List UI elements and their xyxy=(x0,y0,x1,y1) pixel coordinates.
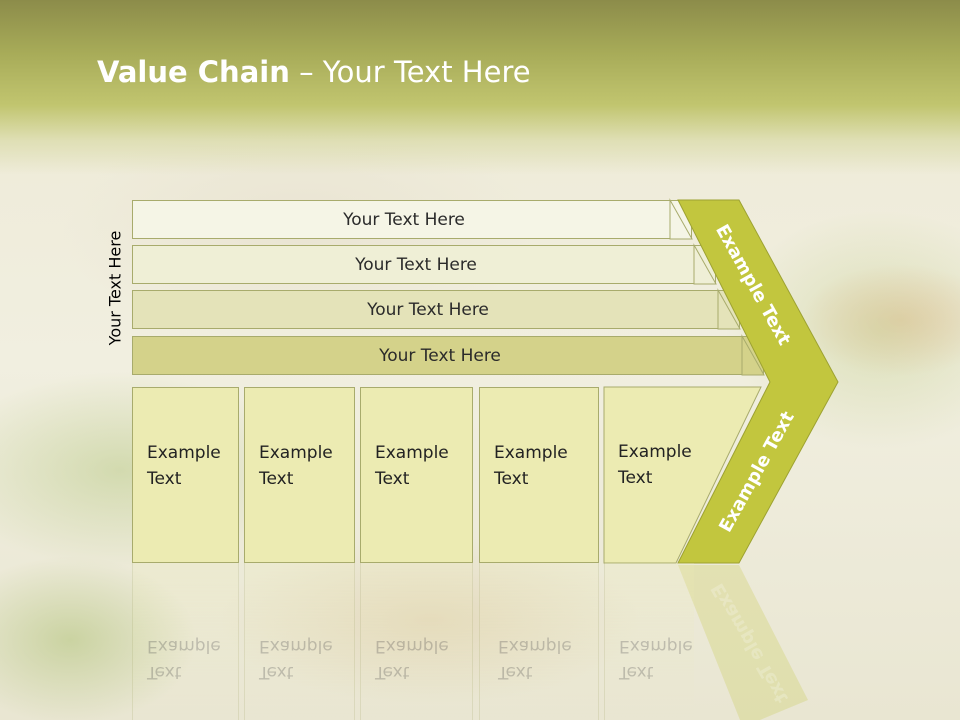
column-2-line1: Example xyxy=(259,443,333,463)
row-bar-2-label: Your Text Here xyxy=(355,254,477,275)
column-3-line2: Text xyxy=(375,469,410,489)
row-bar-1-end xyxy=(669,198,693,240)
column-1-line1: Example xyxy=(147,443,221,463)
row-bar-3: Your Text Here xyxy=(132,290,740,329)
row-bar-3-end xyxy=(717,288,741,330)
row-bar-4-label: Your Text Here xyxy=(379,345,501,366)
row-bar-3-label: Your Text Here xyxy=(367,299,489,320)
row-bar-4-end xyxy=(741,334,765,376)
column-5: Example Text xyxy=(604,387,714,563)
column-3: Example Text xyxy=(360,387,473,563)
column-5-shape xyxy=(603,386,762,564)
column-1: Example Text xyxy=(132,387,239,563)
column-4: Example Text xyxy=(479,387,599,563)
column-4-line2: Text xyxy=(494,469,529,489)
row-bar-2-end xyxy=(693,243,717,285)
column-1-line2: Text xyxy=(147,469,182,489)
column-2-line2: Text xyxy=(259,469,294,489)
header-band xyxy=(0,0,960,175)
column-3-line1: Example xyxy=(375,443,449,463)
page-title: Value Chain – Your Text Here xyxy=(97,55,531,89)
chevron-reflection-label: Example Text xyxy=(707,579,793,707)
title-bold: Value Chain xyxy=(97,55,290,89)
row-bar-4: Your Text Here xyxy=(132,336,764,375)
title-rest: – Your Text Here xyxy=(289,55,531,89)
column-5-line1: Example xyxy=(618,442,692,462)
chevron-reflection xyxy=(678,565,808,720)
column-5-line2: Text xyxy=(618,468,653,488)
chevron-arrow xyxy=(677,199,839,564)
column-2: Example Text xyxy=(244,387,355,563)
row-bar-1-label: Your Text Here xyxy=(343,209,465,230)
row-bar-1: Your Text Here xyxy=(132,200,692,239)
column-4-line1: Example xyxy=(494,443,568,463)
row-bar-2: Your Text Here xyxy=(132,245,716,284)
